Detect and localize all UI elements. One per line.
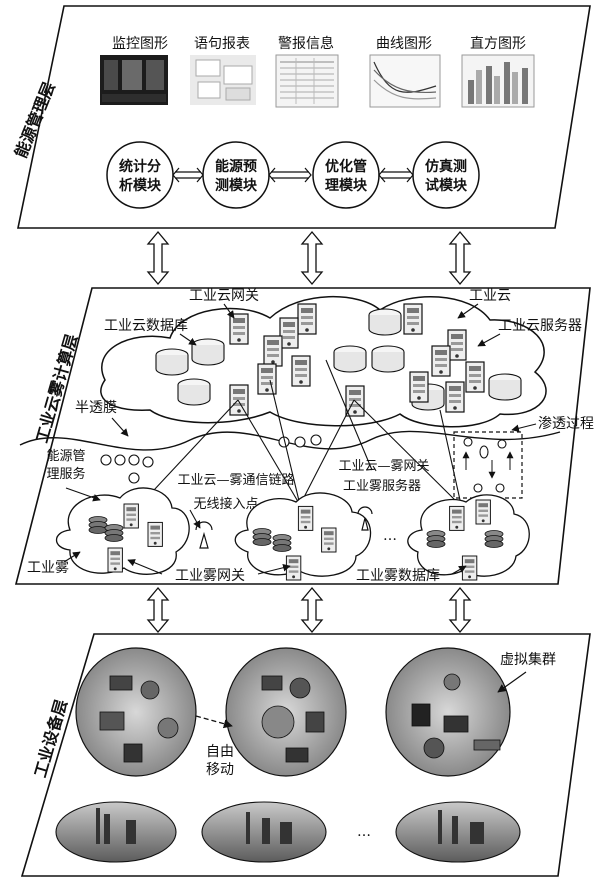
module-forecast xyxy=(203,142,269,208)
figure-label-curve: 曲线图形 xyxy=(376,36,432,52)
module-simulation xyxy=(413,142,479,208)
layer-arrows-bottom xyxy=(148,588,470,632)
cloud-db-label: 工业云数据库 xyxy=(104,318,188,334)
svg-text:理模块: 理模块 xyxy=(325,177,368,194)
monitor-thumbnail xyxy=(100,55,168,105)
svg-text:优化管: 优化管 xyxy=(325,158,367,175)
energy-service-label-2: 理服务 xyxy=(46,466,85,482)
virtual-cluster-label: 虚拟集群 xyxy=(500,651,556,668)
curve-thumbnail xyxy=(370,55,440,107)
histogram-thumbnail xyxy=(462,55,534,107)
module-statistics xyxy=(107,142,173,208)
layer-arrows-top xyxy=(148,232,470,284)
membrane-label: 半透膜 xyxy=(75,400,117,416)
report-thumbnail xyxy=(190,55,256,105)
cloud-gateway-label: 工业云网关 xyxy=(189,288,259,304)
cloud-label: 工业云 xyxy=(469,288,511,304)
svg-text:测模块: 测模块 xyxy=(215,177,258,194)
industrial-plants xyxy=(56,802,520,862)
figure-label-alarm: 警报信息 xyxy=(278,35,334,52)
permeation-label: 渗透过程 xyxy=(538,416,594,432)
figure-label-report: 语句报表 xyxy=(194,36,250,52)
alarm-thumbnail xyxy=(276,55,338,107)
figure-label-histogram: 直方图形 xyxy=(470,35,526,52)
fog-server-label: 工业雾服务器 xyxy=(343,478,421,494)
fog-label: 工业雾 xyxy=(27,560,69,576)
figure-label-monitor: 监控图形 xyxy=(112,36,168,52)
device-cluster-right xyxy=(386,648,510,776)
svg-text:统计分: 统计分 xyxy=(119,158,161,175)
fog-gateway-label: 工业雾网关 xyxy=(175,568,245,584)
free-move-label-2: 移动 xyxy=(206,762,234,778)
svg-text:仿真测: 仿真测 xyxy=(425,158,467,175)
fog-db-label: 工业雾数据库 xyxy=(356,568,440,584)
fog-ellipsis: … xyxy=(383,528,397,544)
energy-service-label-1: 能源管 xyxy=(46,449,85,464)
svg-text:试模块: 试模块 xyxy=(425,177,468,194)
svg-text:析模块: 析模块 xyxy=(119,177,162,194)
wireless-label: 无线接入点 xyxy=(193,496,258,512)
module-optimization xyxy=(313,142,379,208)
plant-left xyxy=(56,802,176,862)
link-label: 工业云—雾通信链路 xyxy=(177,472,294,488)
svg-text:能源预: 能源预 xyxy=(215,158,257,175)
fog-gateway-top-label: 工业云—雾网关 xyxy=(338,459,429,474)
device-ellipsis: … xyxy=(357,824,371,840)
cloud-server-label: 工业云服务器 xyxy=(498,318,582,334)
free-move-label-1: 自由 xyxy=(206,744,234,760)
